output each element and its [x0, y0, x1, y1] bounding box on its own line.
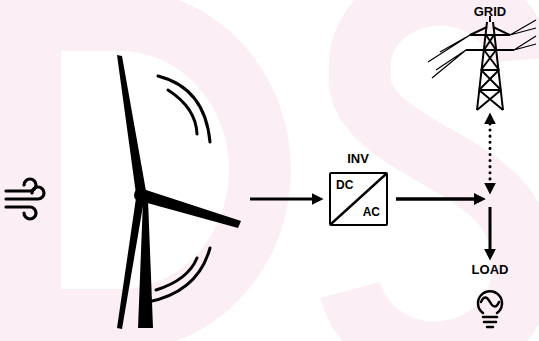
wind-turbine — [117, 55, 241, 329]
node-heading: GRID — [474, 5, 507, 18]
load-node: LOAD — [466, 261, 514, 336]
bulb-icon — [478, 291, 502, 327]
node-heading: INV — [347, 152, 369, 165]
connector-branch — [489, 122, 492, 185]
node-heading: LOAD — [472, 263, 509, 276]
power-connector — [396, 199, 490, 251]
terminal-label: AC — [363, 206, 380, 218]
background-shape — [30, 0, 523, 341]
connector-trunk — [396, 198, 476, 201]
connector-trunk — [396, 198, 476, 201]
rotation-swoosh — [148, 76, 210, 302]
terminal-label: DC — [336, 179, 353, 191]
power-connector — [396, 122, 490, 199]
connector-branch — [489, 207, 492, 251]
grid-node: GRID — [462, 3, 518, 112]
transmission-tower — [428, 16, 536, 110]
inverter-box: INVDCAC — [329, 172, 388, 226]
wind-icon — [6, 179, 44, 219]
power-arrow — [250, 198, 314, 201]
